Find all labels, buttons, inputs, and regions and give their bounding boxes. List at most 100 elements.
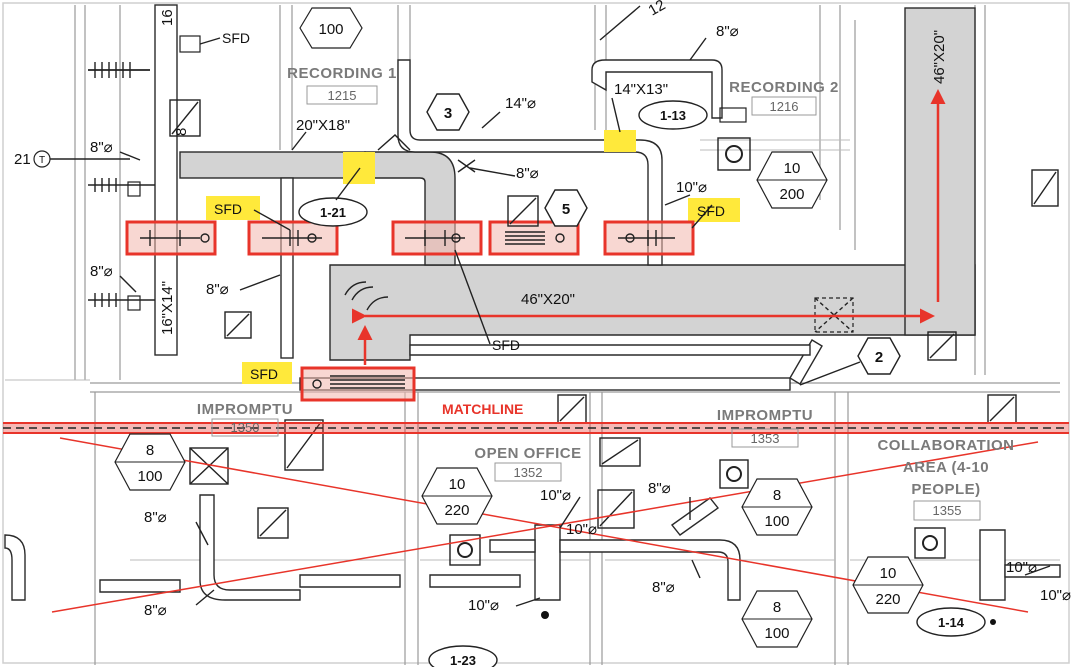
label-16x14: 16"X14" xyxy=(159,281,176,335)
diffuser-tag-top-value: 100 xyxy=(318,21,343,38)
sfd-box-2 xyxy=(247,220,339,256)
tags: 3 5 2 1-13 1-21 1-14 1-23 21 T xyxy=(14,93,996,672)
hex-tag-5 xyxy=(544,189,588,227)
duct-8-top-loop xyxy=(591,59,723,119)
room-recording-2-name: RECORDING 2 xyxy=(729,79,839,96)
sfd-labels: SFD SFD SFD SFD SFD xyxy=(214,30,725,382)
hex-tag-2 xyxy=(857,337,901,375)
svg-text:8"⌀: 8"⌀ xyxy=(144,602,167,619)
hex-tag-5-label: 5 xyxy=(562,201,570,218)
hex-tag-2-label: 2 xyxy=(875,349,883,366)
svg-text:220: 220 xyxy=(875,591,900,608)
diffusers xyxy=(127,35,1059,566)
svg-text:8: 8 xyxy=(146,442,154,459)
svg-text:8"⌀: 8"⌀ xyxy=(90,263,113,280)
room-impromptu-left-number: 1350 xyxy=(231,420,260,435)
damper-symbols xyxy=(140,230,675,389)
svg-text:8"⌀: 8"⌀ xyxy=(90,139,113,156)
sfd-label-highlight-left: SFD xyxy=(214,201,242,217)
svg-text:10"⌀: 10"⌀ xyxy=(1006,559,1037,576)
hex-tag-3-label: 3 xyxy=(444,105,452,122)
label-8-vert: 8 xyxy=(173,128,190,136)
label-14x13: 14"X13" xyxy=(614,81,668,98)
hl-sfd-right xyxy=(688,198,740,222)
room-recording-1-number: 1215 xyxy=(328,88,357,103)
room-impromptu-right-name: IMPROMPTU xyxy=(717,407,813,424)
room-recording-2-number: 1216 xyxy=(770,99,799,114)
sfd-label-highlight-right: SFD xyxy=(697,203,725,219)
label-16-top: 16 xyxy=(159,9,176,26)
svg-text:220: 220 xyxy=(444,502,469,519)
riser-duct-46x20 xyxy=(904,7,976,336)
svg-text:8: 8 xyxy=(773,599,781,616)
svg-text:8"⌀: 8"⌀ xyxy=(652,579,675,596)
tag-1-14-label: 1-14 xyxy=(938,615,965,630)
svg-text:100: 100 xyxy=(764,513,789,530)
svg-text:10: 10 xyxy=(449,476,466,493)
thermostat-number: 21 xyxy=(14,151,31,168)
ductwork xyxy=(4,4,1061,601)
svg-text:10"⌀: 10"⌀ xyxy=(566,521,597,538)
wall-hatch xyxy=(88,62,150,307)
svg-text:100: 100 xyxy=(764,625,789,642)
thermostat-symbol: T xyxy=(39,155,45,166)
cross-out-line-2 xyxy=(51,441,1039,613)
svg-text:8"⌀: 8"⌀ xyxy=(716,23,739,40)
room-impromptu-right-number: 1353 xyxy=(751,431,780,446)
room-labels: RECORDING 1 1215 RECORDING 2 1216 IMPROM… xyxy=(197,65,1014,521)
tag-1-13 xyxy=(638,100,708,130)
lower-duct-strip xyxy=(299,377,791,391)
tag-1-21 xyxy=(298,197,368,227)
hl-damper-1-21 xyxy=(343,152,375,184)
room-collab-number: 1355 xyxy=(933,503,962,518)
label-20x18: 20"X18" xyxy=(296,117,350,134)
svg-text:8: 8 xyxy=(773,487,781,504)
room-collab-line3: PEOPLE) xyxy=(911,481,980,498)
tag-1-23 xyxy=(428,645,498,672)
svg-text:10: 10 xyxy=(784,160,801,177)
svg-text:10"⌀: 10"⌀ xyxy=(1040,587,1071,604)
room-collab-line1: COLLABORATION xyxy=(877,437,1014,454)
room-impromptu-left-name: IMPROMPTU xyxy=(197,401,293,418)
sfd-box-4 xyxy=(488,220,580,256)
hex-tag-3 xyxy=(426,93,470,131)
duct-16x14 xyxy=(154,4,178,356)
sfd-label-top-left: SFD xyxy=(222,30,250,46)
svg-text:100: 100 xyxy=(137,468,162,485)
tag-1-13-label: 1-13 xyxy=(660,108,686,123)
duct-14-round xyxy=(397,59,663,266)
sfd-label-highlight-bottom: SFD xyxy=(250,366,278,382)
svg-text:200: 200 xyxy=(779,186,804,203)
room-open-office-number: 1352 xyxy=(514,465,543,480)
label-46x20-horizontal: 46"X20" xyxy=(521,291,575,308)
branch-duct-8 xyxy=(280,177,294,359)
room-recording-1-name: RECORDING 1 xyxy=(287,65,397,82)
flow-swirls xyxy=(344,134,476,311)
room-open-office-name: OPEN OFFICE xyxy=(474,445,581,462)
tag-1-21-label: 1-21 xyxy=(320,205,346,220)
svg-text:8"⌀: 8"⌀ xyxy=(516,165,539,182)
label-46x20-vertical: 46"X20" xyxy=(931,30,948,84)
tag-1-23-label: 1-23 xyxy=(450,653,476,667)
yellow-highlights xyxy=(206,130,740,384)
diffuser-tags: 100 10 200 8 100 10 220 8 100 8 100 10 2… xyxy=(114,7,924,648)
svg-text:10"⌀: 10"⌀ xyxy=(540,487,571,504)
sfd-label-callout: SFD xyxy=(492,337,520,353)
hl-sfd-left xyxy=(206,196,260,220)
hl-sfd-bottom xyxy=(242,362,292,384)
matchline-label: MATCHLINE xyxy=(442,401,523,417)
svg-text:10: 10 xyxy=(880,565,897,582)
duct-20x18 xyxy=(179,151,366,179)
svg-text:10"⌀: 10"⌀ xyxy=(468,597,499,614)
duct-size-labels: 46"X20" 46"X20" 20"X18" 16"X14" 16 8 14"… xyxy=(90,0,1071,619)
svg-text:8"⌀: 8"⌀ xyxy=(144,509,167,526)
svg-text:8"⌀: 8"⌀ xyxy=(206,281,229,298)
hl-damper-1-13 xyxy=(604,130,636,152)
tag-1-14 xyxy=(916,607,986,637)
svg-text:8"⌀: 8"⌀ xyxy=(648,480,671,497)
leader-lines xyxy=(119,5,1051,607)
room-collab-line2: AREA (4-10 xyxy=(903,459,989,476)
svg-text:10"⌀: 10"⌀ xyxy=(676,179,707,196)
